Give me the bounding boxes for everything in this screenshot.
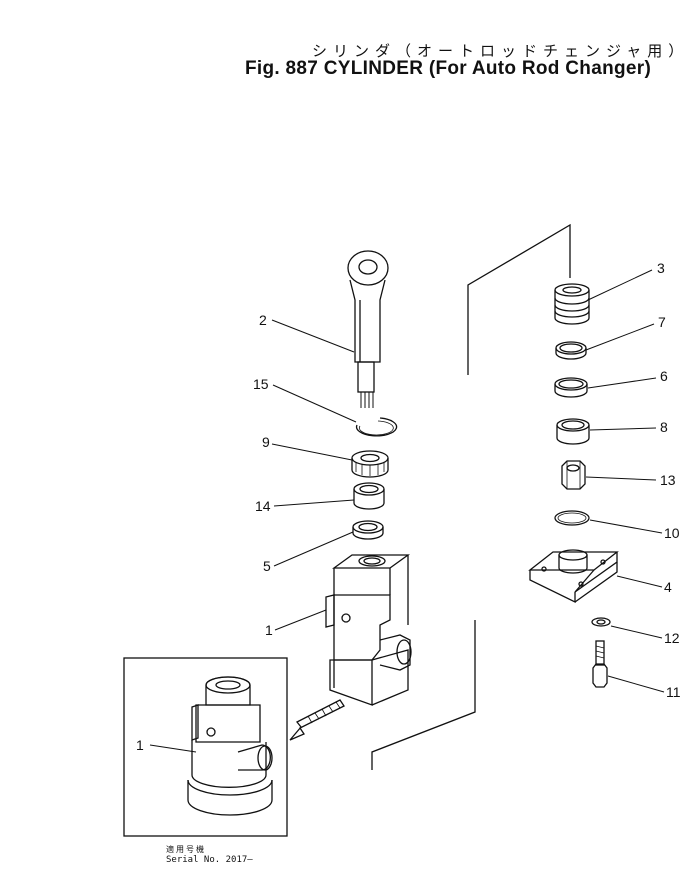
callout-3: 3 bbox=[657, 260, 665, 276]
snap-ring bbox=[355, 417, 398, 437]
bushing bbox=[353, 482, 385, 510]
callout-15: 15 bbox=[253, 376, 269, 392]
piston-rod bbox=[347, 250, 389, 408]
serial-label-japanese: 適用号機 bbox=[166, 845, 206, 854]
callout-numbers: 2 15 9 14 5 1 3 7 6 8 13 10 4 12 11 1 bbox=[136, 260, 681, 753]
inset-box bbox=[123, 657, 288, 837]
callout-13: 13 bbox=[660, 472, 676, 488]
figure-header: シリンダ（オートロッドチェンジャ用） Fig. 887 CYLINDER (Fo… bbox=[0, 0, 682, 90]
callout-4: 4 bbox=[664, 579, 672, 595]
o-ring bbox=[554, 510, 590, 526]
callout-8: 8 bbox=[660, 419, 668, 435]
callout-14: 14 bbox=[255, 498, 271, 514]
washer bbox=[591, 617, 611, 627]
nut bbox=[561, 460, 586, 490]
callout-6: 6 bbox=[660, 368, 668, 384]
callout-5: 5 bbox=[263, 558, 271, 574]
callout-1-inset: 1 bbox=[136, 737, 144, 753]
bearing bbox=[351, 450, 389, 478]
leader-lines bbox=[149, 269, 665, 753]
title-japanese: シリンダ（オートロッドチェンジャ用） bbox=[312, 42, 682, 60]
figure-title: Fig. 887 CYLINDER (For Auto Rod Changer) bbox=[245, 58, 652, 79]
callout-11: 11 bbox=[666, 684, 681, 700]
direction-arrow bbox=[289, 699, 345, 741]
seal-set bbox=[554, 283, 590, 325]
cover-plate bbox=[528, 549, 619, 604]
callout-2: 2 bbox=[259, 312, 267, 328]
callout-10: 10 bbox=[664, 525, 680, 541]
callout-7: 7 bbox=[658, 314, 666, 330]
callout-12: 12 bbox=[664, 630, 680, 646]
callout-1: 1 bbox=[265, 622, 273, 638]
bolt bbox=[592, 640, 608, 688]
grouping-bracket bbox=[371, 223, 571, 770]
bushing-8 bbox=[556, 418, 590, 445]
callout-9: 9 bbox=[262, 434, 270, 450]
packing-5 bbox=[352, 520, 384, 540]
ring-6 bbox=[554, 377, 588, 398]
serial-number: Serial No. 2017— bbox=[166, 855, 253, 865]
ring-7 bbox=[555, 341, 587, 360]
cylinder-block bbox=[325, 554, 412, 706]
